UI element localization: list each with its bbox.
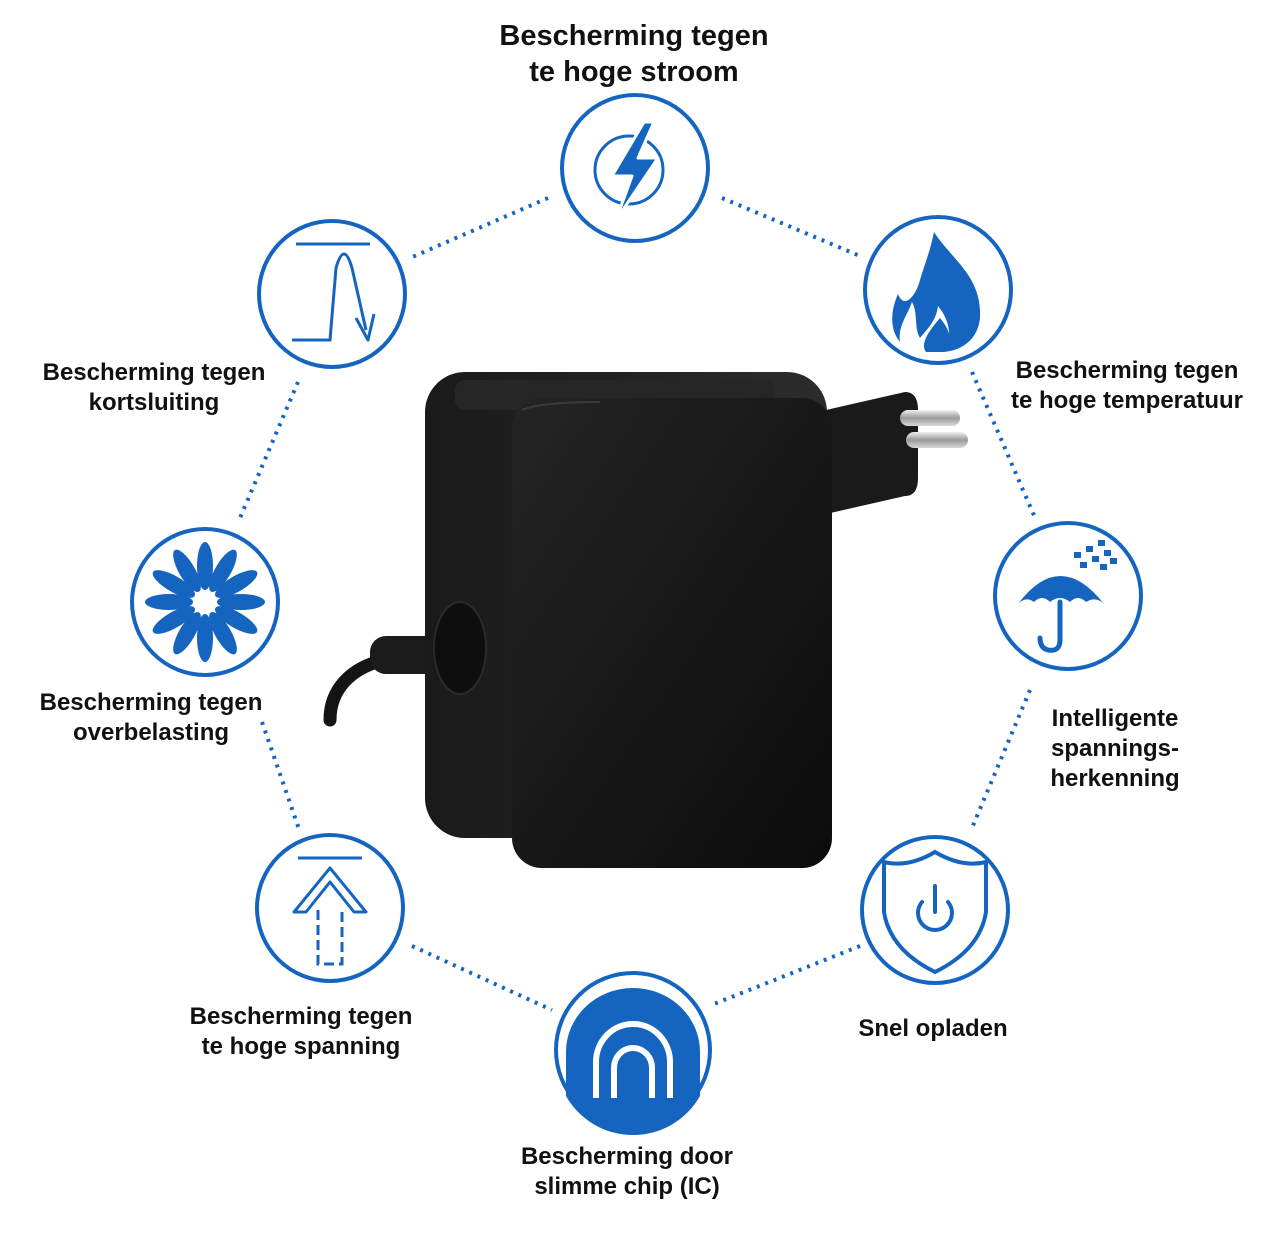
arrow-up-limit-icon	[255, 833, 405, 983]
label-fast-charging: Snel opladen	[858, 1015, 1008, 1042]
power-adapter	[323, 372, 968, 868]
flame-icon	[863, 215, 1013, 365]
shield-power-icon	[860, 835, 1010, 985]
lightning-bolt-icon	[560, 93, 710, 243]
umbrella-rain-icon	[993, 521, 1143, 671]
burst-icon	[130, 527, 280, 677]
drop-arrow-icon	[257, 219, 407, 369]
chip-arch-icon	[554, 971, 712, 1136]
dotted-connectors	[238, 196, 1038, 1012]
